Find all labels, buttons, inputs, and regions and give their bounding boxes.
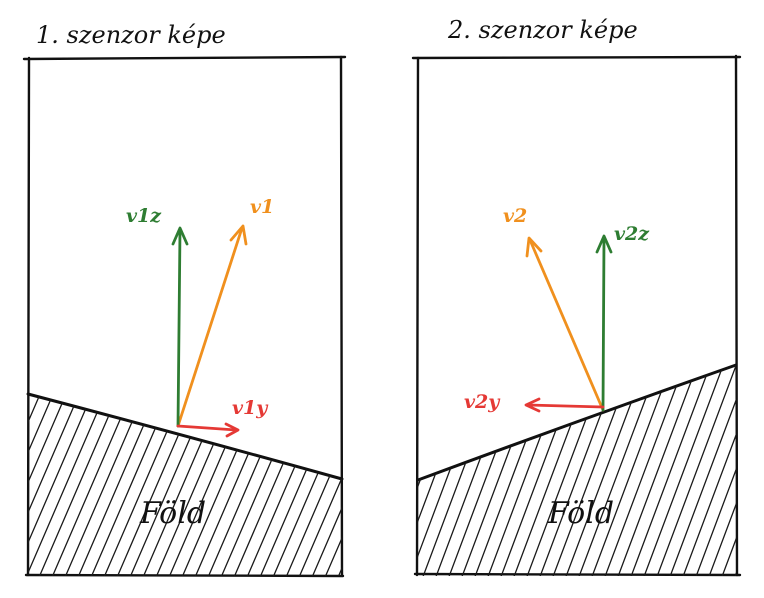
panel-2-label-v2y: v2y xyxy=(464,391,501,413)
hatch-stroke xyxy=(680,365,736,576)
hatch-stroke xyxy=(296,394,342,576)
hatch-stroke xyxy=(0,385,18,582)
hatch-stroke xyxy=(28,394,45,576)
panel-2-frame xyxy=(411,54,742,577)
hatch-stroke xyxy=(654,365,736,576)
panel-2-title: 2. szenzor képe xyxy=(447,16,638,44)
hatch-stroke xyxy=(349,385,434,582)
hatch-stroke xyxy=(472,365,559,576)
hatch-stroke xyxy=(459,365,546,576)
hatch-stroke xyxy=(418,365,442,576)
hatch-stroke xyxy=(28,394,71,576)
panel-2-ground-hatching xyxy=(418,355,764,582)
hatch-stroke xyxy=(498,365,585,576)
hatch-stroke xyxy=(418,365,481,576)
hatch-stroke xyxy=(602,365,689,576)
hatch-stroke xyxy=(36,394,123,576)
panel-1-vector-v1y xyxy=(176,422,240,438)
hatch-stroke xyxy=(28,394,97,576)
hatch-stroke xyxy=(257,394,342,576)
hatch-stroke xyxy=(28,394,110,576)
hatch-stroke xyxy=(746,355,764,582)
panel-2-vector-v2y xyxy=(524,397,605,413)
hatch-stroke xyxy=(418,365,455,576)
hatch-stroke xyxy=(127,394,214,576)
hatch-stroke xyxy=(446,365,533,576)
panel-2-vector-v2z xyxy=(595,234,613,412)
hatch-stroke xyxy=(537,365,624,576)
hatch-stroke xyxy=(719,365,736,576)
panel-2-label-v2z: v2z xyxy=(614,223,650,245)
hatch-stroke xyxy=(615,365,702,576)
hatch-stroke xyxy=(693,365,736,576)
panel-1-vector-v1z xyxy=(171,226,189,428)
hatch-stroke xyxy=(563,365,650,576)
hatch-stroke xyxy=(114,394,201,576)
hatch-stroke xyxy=(485,365,572,576)
hatch-stroke xyxy=(667,365,736,576)
panel-1-label-v1: v1 xyxy=(250,196,274,218)
hatch-stroke xyxy=(140,394,227,576)
panel-1-title: 1. szenzor képe xyxy=(36,21,226,49)
hatch-stroke xyxy=(153,394,240,576)
panel-1-sensor-view: 1. szenzor képe Föld v1z v1 v1y xyxy=(0,21,434,582)
panel-1-ground-surface xyxy=(26,392,344,481)
panel-1-label-v1y: v1y xyxy=(232,397,269,419)
hatch-stroke xyxy=(270,394,342,576)
panel-1-ground-hatching xyxy=(0,385,434,582)
hatch-stroke xyxy=(0,385,5,582)
hatch-stroke xyxy=(628,365,715,576)
panel-1-label-v1z: v1z xyxy=(126,205,162,227)
hatch-stroke xyxy=(75,394,162,576)
hatch-stroke xyxy=(420,365,507,576)
hatch-stroke xyxy=(418,365,468,576)
hatch-stroke xyxy=(28,394,32,576)
hatch-stroke xyxy=(335,394,342,576)
hatch-stroke xyxy=(283,394,342,576)
panel-2-ground-label: Föld xyxy=(547,496,614,531)
panel-2-label-v2: v2 xyxy=(503,205,527,227)
hatch-stroke xyxy=(49,394,136,576)
panel-2-sensor-view: 2. szenzor képe Föld v2 v2z v2y xyxy=(411,16,764,582)
panel-1-vector-v1 xyxy=(176,224,248,428)
hatch-stroke xyxy=(309,394,342,576)
hatch-stroke xyxy=(641,365,728,576)
panel-1-ground-label: Föld xyxy=(139,496,206,531)
hatch-stroke xyxy=(589,365,676,576)
hatch-stroke xyxy=(511,365,598,576)
hatch-stroke xyxy=(28,394,58,576)
hatch-stroke xyxy=(759,355,764,582)
hatch-stroke xyxy=(418,365,429,576)
panel-2-ground-surface xyxy=(416,363,738,482)
hatch-stroke xyxy=(101,394,188,576)
hatch-stroke xyxy=(706,365,736,576)
hatch-stroke xyxy=(418,365,494,576)
hatch-stroke xyxy=(28,394,84,576)
panel-2-vector-v2 xyxy=(525,236,605,412)
hatch-stroke xyxy=(322,394,342,576)
hatch-stroke xyxy=(524,365,611,576)
hatch-stroke xyxy=(576,365,663,576)
